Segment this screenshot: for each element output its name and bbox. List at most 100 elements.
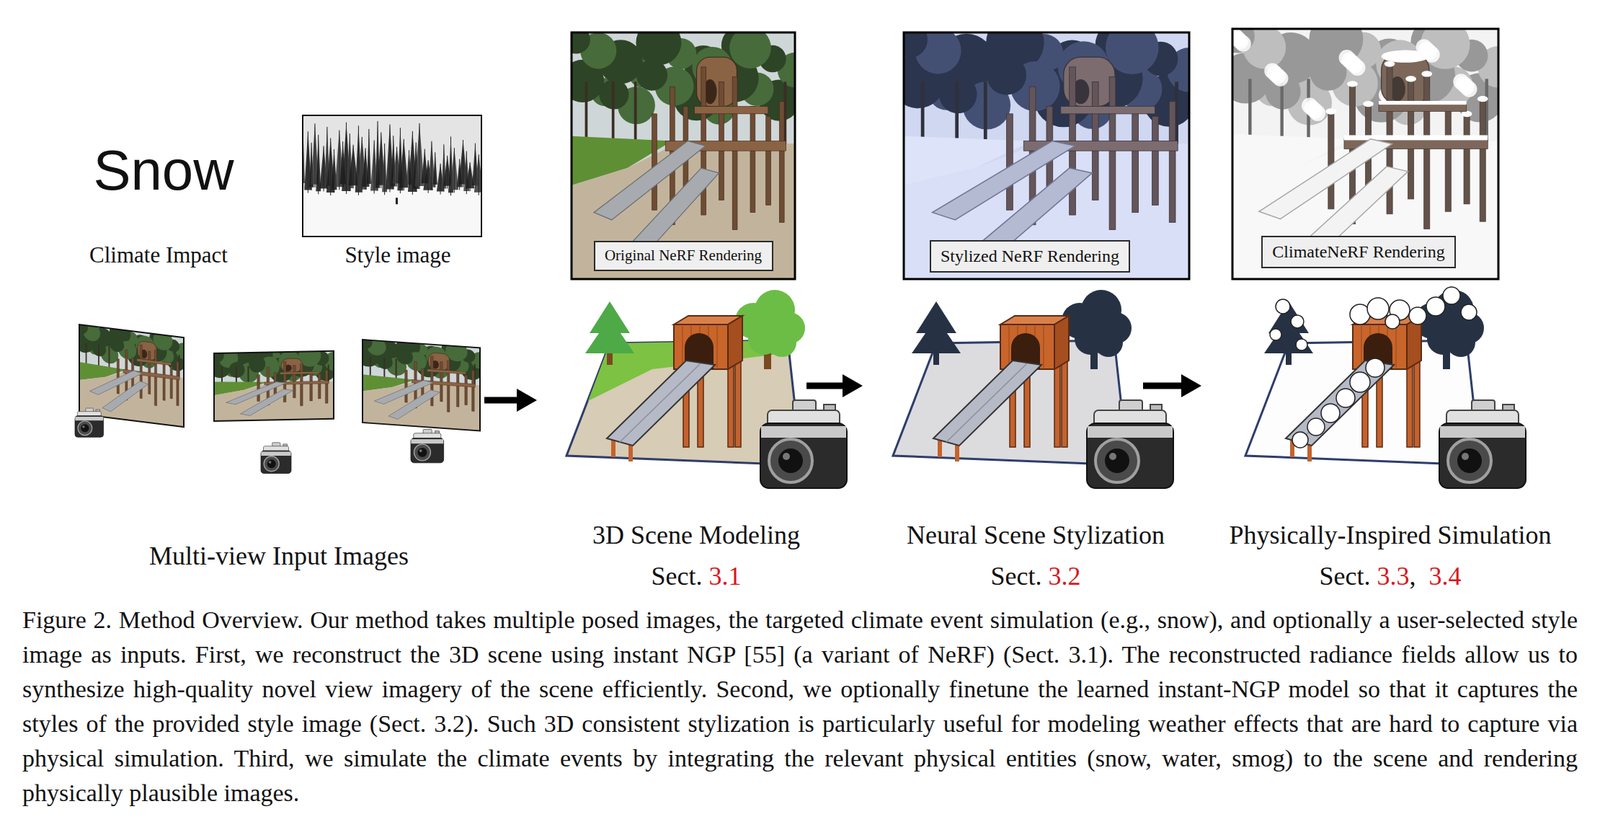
illustration-shape	[1275, 299, 1291, 314]
illustration-shape	[317, 134, 319, 194]
illustration-shape	[430, 141, 432, 191]
section-number: 3.4	[1428, 561, 1461, 591]
illustration-shape	[566, 289, 847, 488]
illustration-shape	[1457, 448, 1482, 473]
illustration-shape	[70, 316, 192, 429]
illustration-shape	[735, 360, 741, 447]
illustration-shape	[1439, 423, 1526, 488]
illustration-shape	[1054, 315, 1069, 370]
illustration-shape	[456, 371, 460, 408]
illustration-shape	[396, 348, 413, 365]
illustration-shape	[1269, 328, 1282, 341]
illustration-shape	[474, 154, 482, 193]
illustration-shape	[767, 327, 797, 357]
illustration-shape	[374, 376, 434, 408]
illustration-shape	[1414, 360, 1420, 447]
illustration-shape	[1365, 358, 1385, 377]
illustration-shape	[1264, 317, 1314, 354]
illustration-shape	[903, 32, 1190, 279]
caption-label: Climate Impact	[89, 242, 228, 269]
section-ref-row: Sect.3.3,3.4	[1319, 561, 1462, 591]
illustration-shape	[79, 324, 184, 427]
illustration-shape	[727, 315, 743, 370]
illustration-shape	[396, 147, 398, 187]
illustration-shape	[1395, 325, 1397, 368]
illustration-shape	[389, 124, 390, 193]
illustration-shape	[154, 349, 157, 406]
illustration-shape	[750, 106, 756, 213]
illustration-shape	[782, 452, 790, 460]
illustration-shape	[74, 415, 104, 438]
illustration-shape	[1360, 325, 1363, 368]
illustration-shape	[248, 355, 266, 373]
label-holder: 3D Scene Modeling	[592, 520, 800, 550]
illustration-shape	[77, 420, 93, 436]
label-holder: Neural Scene Stylization	[906, 520, 1165, 550]
illustration-shape	[300, 115, 484, 237]
illustration-shape	[806, 382, 847, 390]
illustration-shape	[1298, 363, 1380, 442]
illustration-shape	[694, 106, 769, 114]
illustration-shape	[260, 450, 292, 474]
illustration-shape	[317, 374, 321, 399]
illustration-shape	[418, 123, 420, 189]
illustration-shape	[769, 438, 813, 483]
illustration-shape	[903, 32, 1190, 279]
illustration-shape	[302, 115, 482, 237]
illustration-shape	[1245, 286, 1526, 488]
illustration-shape	[116, 358, 119, 394]
illustration-shape	[946, 363, 1028, 442]
illustration-shape	[263, 456, 279, 472]
illustration-shape	[571, 32, 795, 279]
illustration-shape	[214, 381, 334, 421]
illustration-shape	[1336, 388, 1355, 408]
illustration-shape	[214, 350, 334, 421]
illustration-shape	[727, 360, 734, 447]
illustration-shape	[260, 451, 291, 456]
illustration-shape	[1008, 325, 1010, 368]
illustration-shape	[681, 325, 684, 368]
illustration-shape	[464, 374, 468, 406]
illustration-shape	[1143, 382, 1186, 390]
illustration-shape	[462, 139, 464, 188]
illustration-shape	[388, 387, 441, 423]
illustration-shape	[761, 425, 847, 438]
illustration-shape	[1409, 307, 1427, 325]
illustration-shape	[395, 197, 398, 204]
illustration-shape	[326, 126, 328, 189]
illustration-shape	[302, 115, 482, 237]
illustration-shape	[472, 370, 475, 412]
illustration-shape	[353, 331, 490, 432]
label-holder: Multi-view Input Images	[149, 541, 409, 571]
illustration-shape	[892, 289, 1174, 488]
illustration-shape	[1439, 400, 1526, 488]
illustration-shape	[440, 163, 442, 195]
illustration-shape	[446, 360, 450, 413]
illustration-shape	[260, 442, 292, 474]
illustration-shape	[1385, 314, 1400, 329]
illustration-shape	[362, 339, 480, 431]
illustration-shape	[1295, 338, 1308, 351]
illustration-shape	[571, 32, 795, 279]
figure-caption: Figure 2. Method Overview. Our method ta…	[22, 602, 1578, 811]
illustration-shape	[362, 376, 480, 431]
illustration-shape	[330, 138, 331, 197]
illustration-shape	[380, 132, 382, 189]
illustration-shape	[368, 129, 370, 187]
illustration-shape	[1094, 327, 1123, 357]
illustration-shape	[362, 339, 480, 431]
illustration-shape	[593, 140, 706, 220]
illustration-shape	[136, 358, 172, 366]
illustration-shape	[516, 388, 537, 412]
illustration-shape	[403, 139, 405, 191]
illustration-shape	[1292, 431, 1309, 448]
illustration-shape	[636, 59, 668, 91]
illustration-shape	[176, 361, 179, 406]
illustration-shape	[405, 369, 408, 403]
illustration-shape	[1086, 423, 1174, 488]
illustration-shape	[1321, 403, 1340, 423]
label-holder: Physically-Inspired Simulation	[1229, 520, 1552, 550]
illustration-shape	[1447, 438, 1492, 483]
